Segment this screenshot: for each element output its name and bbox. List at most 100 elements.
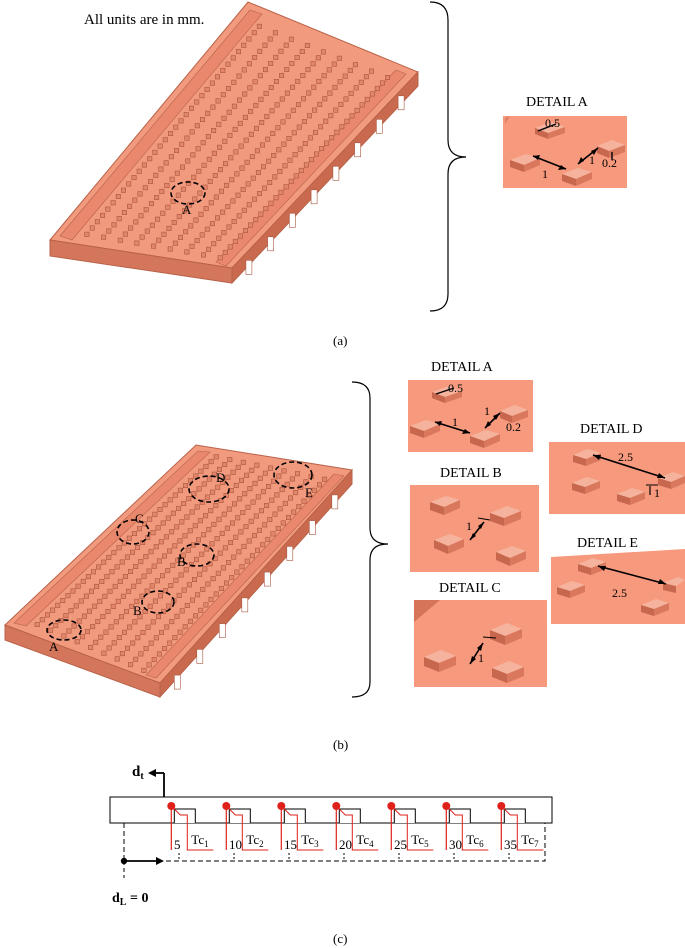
- plate-b-pin: [120, 593, 126, 599]
- plate-a-pin: [264, 114, 270, 120]
- plate-b-pin: [258, 508, 264, 514]
- plate-a-pin: [141, 162, 147, 168]
- plate-a-pin: [227, 132, 233, 138]
- plate-b-pin: [215, 570, 221, 576]
- detail-a-dim-0: 0.5: [545, 116, 560, 130]
- plate-b-pin: [296, 504, 302, 510]
- plate-a-pin: [139, 234, 145, 240]
- plate-b-pin: [76, 618, 82, 624]
- plate-a-pin: [246, 202, 252, 208]
- plate-a-pin: [194, 238, 200, 244]
- plate-a-pin: [147, 156, 153, 162]
- plate-b-pin: [174, 613, 180, 619]
- plate-a-pin: [359, 102, 365, 108]
- plate-a-pin: [111, 222, 117, 228]
- plate-b-pin: [243, 524, 249, 530]
- plate-b-pin: [226, 506, 232, 512]
- plate-b-pin: [206, 527, 212, 533]
- plate-b-pin: [203, 513, 209, 519]
- plate-b-pin: [249, 553, 255, 559]
- plate-a-pin: [148, 179, 154, 185]
- plate-b-pin: [213, 503, 219, 509]
- plate-a-pin: [248, 108, 254, 114]
- plate-a-pin: [288, 178, 294, 184]
- plate-a-pin: [279, 96, 285, 102]
- plate-b-pin: [223, 492, 229, 498]
- plate-a-pin: [266, 158, 272, 164]
- plate-b-notch: [263, 571, 271, 587]
- plate-b-notch: [196, 649, 204, 664]
- axis-tick-label: 30: [449, 837, 462, 852]
- plate-a-notch: [289, 213, 296, 228]
- plate-a-pin: [257, 48, 263, 54]
- plate-b-pin: [162, 502, 168, 508]
- plate-a-pin: [263, 90, 269, 96]
- plate-a-pin: [208, 200, 214, 206]
- plate-b-pin: [178, 572, 184, 578]
- plate-a-pin: [320, 49, 326, 55]
- plate-a-pin: [231, 103, 237, 109]
- marker-ellipse-b-a: [46, 619, 82, 641]
- plate-a-pin: [295, 102, 301, 108]
- plate-b-pin: [155, 525, 161, 531]
- plate-b-pin: [144, 588, 150, 594]
- plate-b-pin: [197, 571, 203, 577]
- plate-b-pin: [160, 520, 166, 526]
- sample-outline: [109, 796, 553, 824]
- detail-b-a-title: DETAIL A: [431, 360, 494, 375]
- plate-b-pin: [180, 552, 186, 558]
- plate-b-pin: [163, 534, 169, 540]
- plate-a-pin: [228, 155, 234, 161]
- plate-a-pin: [180, 164, 186, 170]
- plate-b-pin: [137, 526, 143, 532]
- plate-b-pin: [137, 614, 143, 620]
- plate-a-pin: [94, 219, 100, 225]
- plate-b-markers: [46, 461, 313, 641]
- plate-b-pin: [114, 564, 120, 570]
- plate-a-pin: [246, 36, 252, 42]
- plate-b-pin: [170, 562, 176, 568]
- plate-a-pin: [223, 161, 229, 167]
- plate-b-notch: [241, 597, 249, 613]
- thermocouple-lead: [500, 805, 544, 851]
- channel-groove: [338, 808, 361, 823]
- plate-b-pin: [194, 556, 200, 562]
- plate-b-pin: [125, 645, 131, 651]
- plate-a-pin: [331, 61, 337, 67]
- plate-a-pin: [253, 217, 259, 223]
- plate-b-pin: [249, 467, 255, 473]
- plate-b-pin: [271, 478, 277, 484]
- plate-b-pin: [122, 629, 128, 635]
- plate-a-pin: [218, 167, 224, 173]
- plate-a-pin: [101, 234, 107, 240]
- plate-b-pin: [167, 497, 173, 503]
- plate-b-pin: [260, 489, 266, 495]
- plate-b-pin: [172, 492, 178, 498]
- plate-a-pin: [337, 79, 343, 85]
- plate-b-pin: [224, 580, 230, 586]
- plate-a-pin: [379, 80, 385, 86]
- plate-a-pin: [238, 143, 244, 149]
- plate-b-pin: [187, 618, 193, 624]
- plate-b-pin: [44, 612, 50, 618]
- plate-b-notch: [174, 674, 181, 690]
- plate-b-pin: [94, 583, 100, 589]
- plate-b-pin: [183, 482, 189, 488]
- plate-b-pin: [186, 496, 192, 502]
- plate-a-pin: [252, 79, 258, 85]
- thermocouple-bead: [277, 802, 286, 810]
- plate-b-pin: [228, 539, 234, 545]
- plate-b-pin: [124, 609, 130, 615]
- plate-a-pin: [160, 210, 166, 216]
- plate-a-pin: [115, 194, 121, 200]
- plate-b-pin: [291, 509, 297, 515]
- plate-a-pin: [205, 110, 211, 116]
- plate-b-pin: [239, 477, 245, 483]
- plate-b-pin: [275, 525, 281, 531]
- plate-b-pin: [265, 536, 271, 542]
- plate-b-pin: [75, 583, 81, 589]
- plate-a-pin: [231, 79, 237, 85]
- plate-b-pin: [106, 645, 112, 651]
- plate-a-pin: [233, 149, 239, 155]
- plate-b-pin: [179, 519, 185, 525]
